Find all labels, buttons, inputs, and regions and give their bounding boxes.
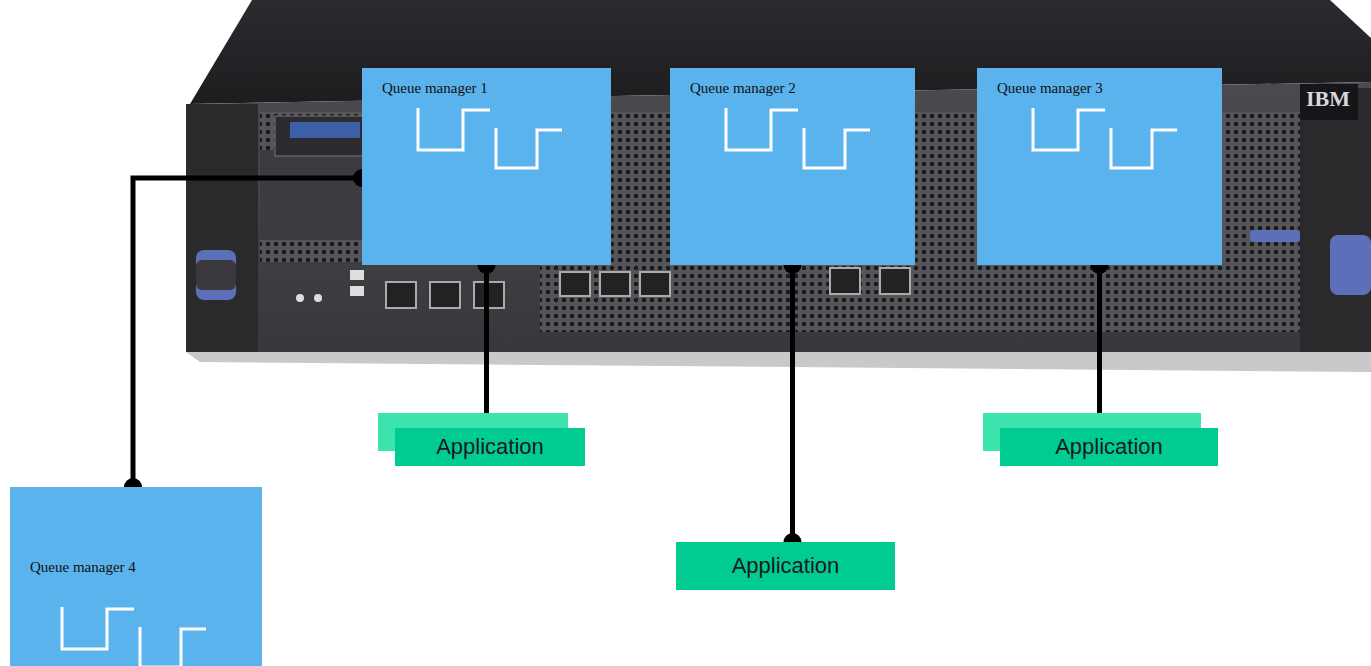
queue-shape xyxy=(62,607,134,649)
queue-shape xyxy=(496,128,562,168)
connector xyxy=(784,256,802,551)
queue-manager-box: Queue manager 4 xyxy=(10,487,262,666)
connector-line xyxy=(1097,265,1102,428)
queue-shape xyxy=(726,108,798,150)
queue-shape xyxy=(804,128,870,168)
connector xyxy=(124,169,371,496)
queue-icon xyxy=(10,487,262,666)
application-name: Application xyxy=(436,434,544,460)
brand-logo: IBM xyxy=(1306,86,1350,112)
queue-manager-name: Queue manager 2 xyxy=(690,80,796,97)
queue-shape xyxy=(418,108,490,150)
queue-manager-box: Queue manager 3 xyxy=(977,68,1222,265)
application-box: Application xyxy=(1000,428,1218,466)
queue-manager-box: Queue manager 2 xyxy=(670,68,915,265)
queue-shape xyxy=(1033,108,1105,150)
connector-line xyxy=(133,178,362,487)
queue-manager-box: Queue manager 1 xyxy=(362,68,611,265)
application-box: Application xyxy=(676,542,895,590)
queue-manager-name: Queue manager 1 xyxy=(382,80,488,97)
queue-shape xyxy=(1111,128,1177,168)
connector-line xyxy=(790,265,795,542)
queue-manager-name: Queue manager 3 xyxy=(997,80,1103,97)
connector xyxy=(1091,256,1109,437)
application-name: Application xyxy=(1055,434,1163,460)
queue-icon xyxy=(362,68,611,265)
queue-shape xyxy=(140,627,206,666)
connector-line xyxy=(484,265,489,428)
application-box: Application xyxy=(395,428,585,466)
queue-icon xyxy=(670,68,915,265)
queue-manager-name: Queue manager 4 xyxy=(30,559,136,576)
connector xyxy=(478,256,496,437)
application-name: Application xyxy=(732,553,840,579)
queue-icon xyxy=(977,68,1222,265)
